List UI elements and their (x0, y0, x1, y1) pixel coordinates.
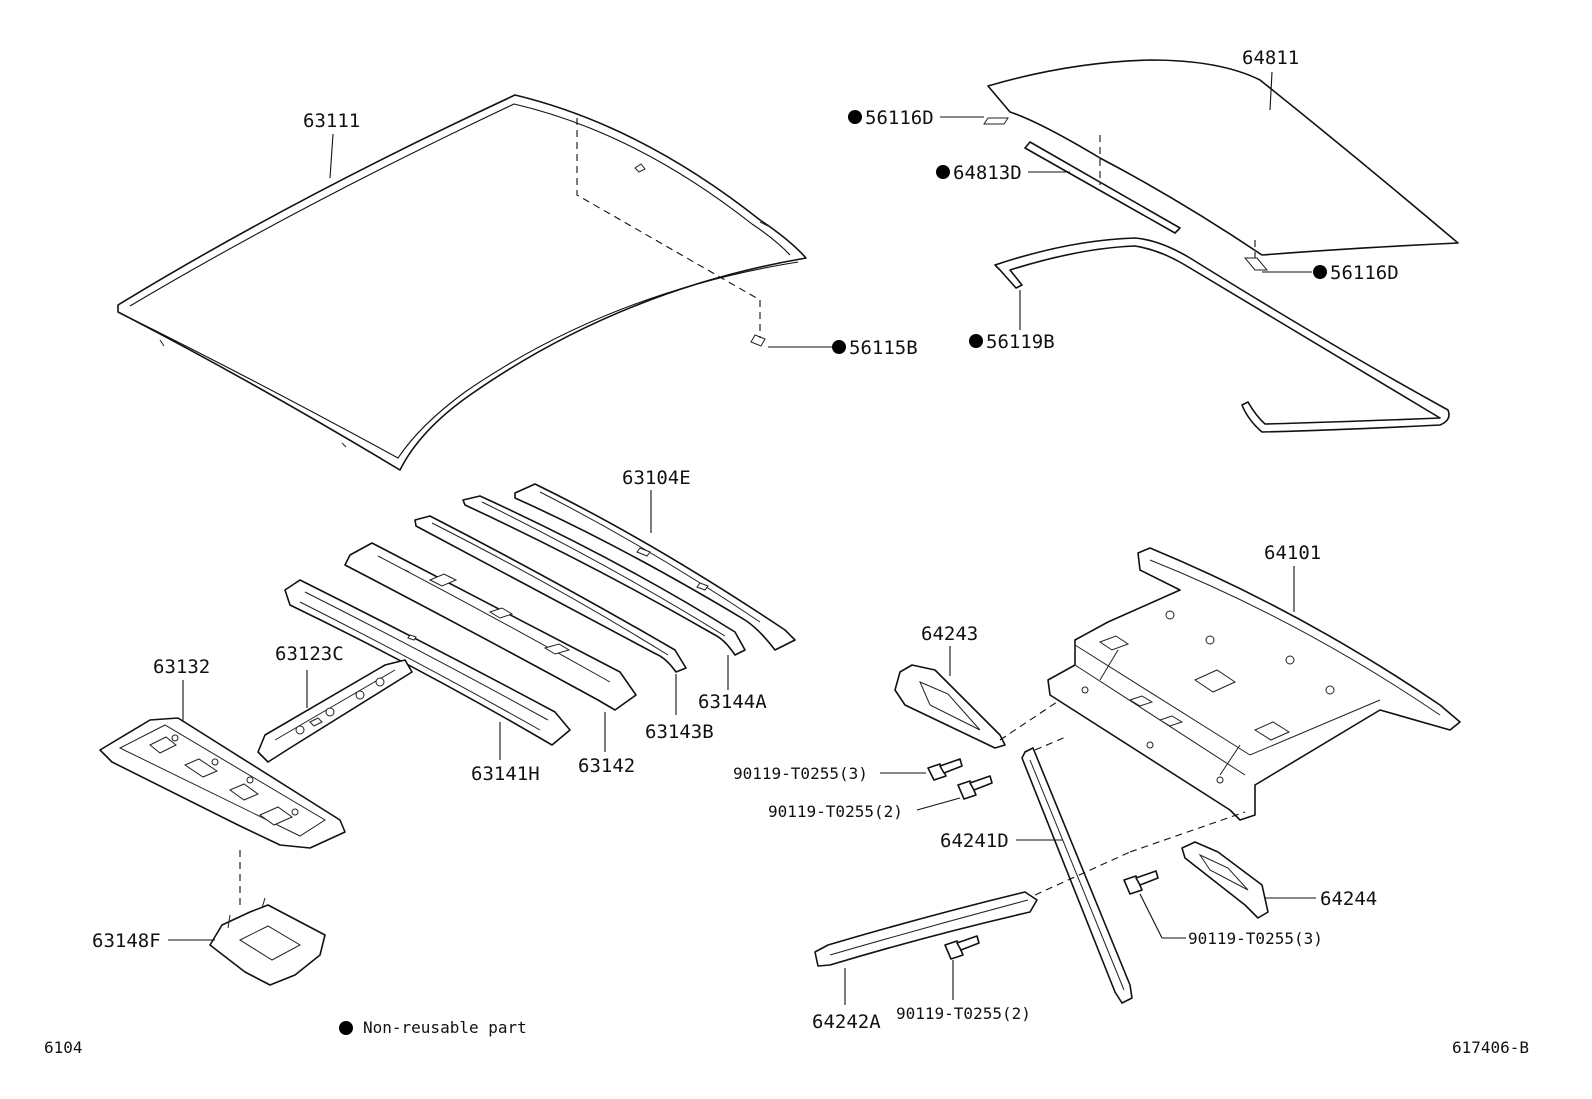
callout-63111: 63111 (303, 110, 360, 132)
nonreusable-dot-56116D-right (1313, 265, 1327, 279)
roof-bow-63143B (414, 515, 687, 715)
roof-panel-63132 (99, 680, 346, 905)
callout-bolt-c: 90119-T0255(3) (1188, 929, 1323, 948)
bolt-c (1123, 870, 1186, 939)
callout-56115B: 56115B (849, 337, 918, 359)
callout-bolt-a: 90119-T0255(3) (733, 764, 868, 783)
callout-63123C: 63123C (275, 643, 344, 665)
nonreusable-dot-56115B (832, 340, 846, 354)
callout-64811: 64811 (1242, 47, 1299, 69)
callout-bolt-b: 90119-T0255(2) (768, 802, 903, 821)
callout-63143B: 63143B (645, 721, 714, 743)
nonreusable-dot-56119B (969, 334, 983, 348)
callout-63144A: 63144A (698, 691, 767, 713)
callout-63132: 63132 (153, 656, 210, 678)
roof-bow-63141H (284, 579, 571, 760)
callout-64101: 64101 (1264, 542, 1321, 564)
package-tray-64101 (1047, 547, 1461, 821)
callout-bolt-d: 90119-T0255(2) (896, 1004, 1031, 1023)
nonreusable-dot-56116D-top (848, 110, 862, 124)
callout-63104E: 63104E (622, 467, 691, 489)
callout-63141H: 63141H (471, 763, 540, 785)
brace-64244 (1181, 841, 1316, 919)
roof-panel-63111 (117, 94, 832, 471)
legend-label: Non-reusable part (363, 1018, 527, 1037)
bolt-d (944, 935, 980, 1000)
front-header-63123C (257, 659, 413, 763)
callout-56116D-top: 56116D (865, 107, 934, 129)
roof-bow-63144A (462, 495, 746, 690)
roof-bow-63142 (344, 542, 637, 752)
callout-64244: 64244 (1320, 888, 1377, 910)
footer-right-code: 617406-B (1452, 1038, 1529, 1057)
bolt-b (916, 775, 993, 811)
callout-56116D-right: 56116D (1330, 262, 1399, 284)
brace-64242A (814, 811, 1246, 1005)
brace-64241D (1016, 735, 1133, 1004)
nonreusable-dot-64813D (936, 165, 950, 179)
callout-63142: 63142 (578, 755, 635, 777)
roof-dash-line (576, 118, 761, 338)
callout-64813D: 64813D (953, 162, 1022, 184)
callout-64242A: 64242A (812, 1011, 881, 1033)
callout-64243: 64243 (921, 623, 978, 645)
callout-64241D: 64241D (940, 830, 1009, 852)
bracket-63148F (168, 897, 326, 986)
brace-64243 (894, 646, 1061, 749)
footer-left-code: 6104 (44, 1038, 83, 1057)
callout-56119B: 56119B (986, 331, 1055, 353)
bolt-a (880, 758, 963, 781)
legend-dot (339, 1021, 353, 1035)
back-glass-64811 (940, 59, 1459, 433)
callout-63148F: 63148F (92, 930, 161, 952)
roof-bow-63104E (514, 483, 796, 651)
